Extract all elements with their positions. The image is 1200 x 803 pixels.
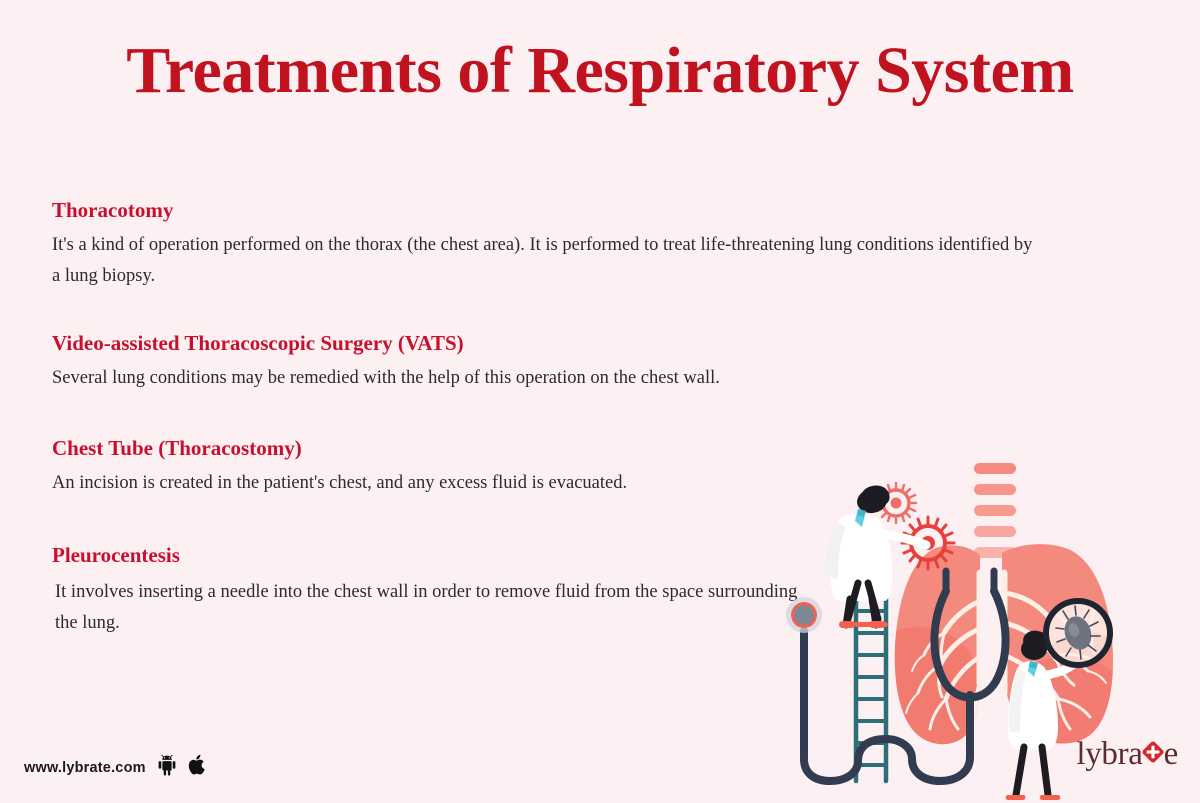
bacteria: [1055, 605, 1101, 660]
section-heading: Video-assisted Thoracoscopic Surgery (VA…: [52, 331, 464, 355]
plus-diamond-icon: [1140, 739, 1166, 770]
section-body: An incision is created in the patient's …: [52, 473, 628, 493]
treatment-section-thoracotomy: Thoracotomy It's a kind of operation per…: [52, 196, 1052, 292]
section-heading: Chest Tube (Thoracostomy): [52, 436, 302, 460]
treatment-section-vats: Video-assisted Thoracoscopic Surgery (VA…: [52, 329, 1052, 394]
logo-text-before: lybra: [1076, 736, 1143, 772]
magnifying-glass: [1043, 598, 1113, 668]
section-body: Several lung conditions may be remedied …: [52, 368, 720, 388]
treatment-section-chest-tube: Chest Tube (Thoracostomy) An incision is…: [52, 434, 1052, 499]
treatments-list: Thoracotomy It's a kind of operation per…: [52, 196, 1052, 665]
page-title: Treatments of Respiratory System: [126, 34, 1074, 107]
lybrate-logo[interactable]: lybra e: [1076, 738, 1178, 771]
section-heading: Pleurocentesis: [52, 543, 180, 567]
android-icon[interactable]: [157, 754, 177, 781]
footer: www.lybrate.com: [24, 754, 207, 781]
section-body: It involves inserting a needle into the …: [55, 582, 798, 633]
logo-text-after: e: [1163, 736, 1179, 772]
treatment-section-pleurocentesis: Pleurocentesis It involves inserting a n…: [52, 541, 1052, 639]
section-heading: Thoracotomy: [52, 198, 174, 222]
apple-icon[interactable]: [188, 754, 207, 781]
section-body: It's a kind of operation performed on th…: [52, 235, 1033, 286]
website-url[interactable]: www.lybrate.com: [24, 759, 146, 776]
